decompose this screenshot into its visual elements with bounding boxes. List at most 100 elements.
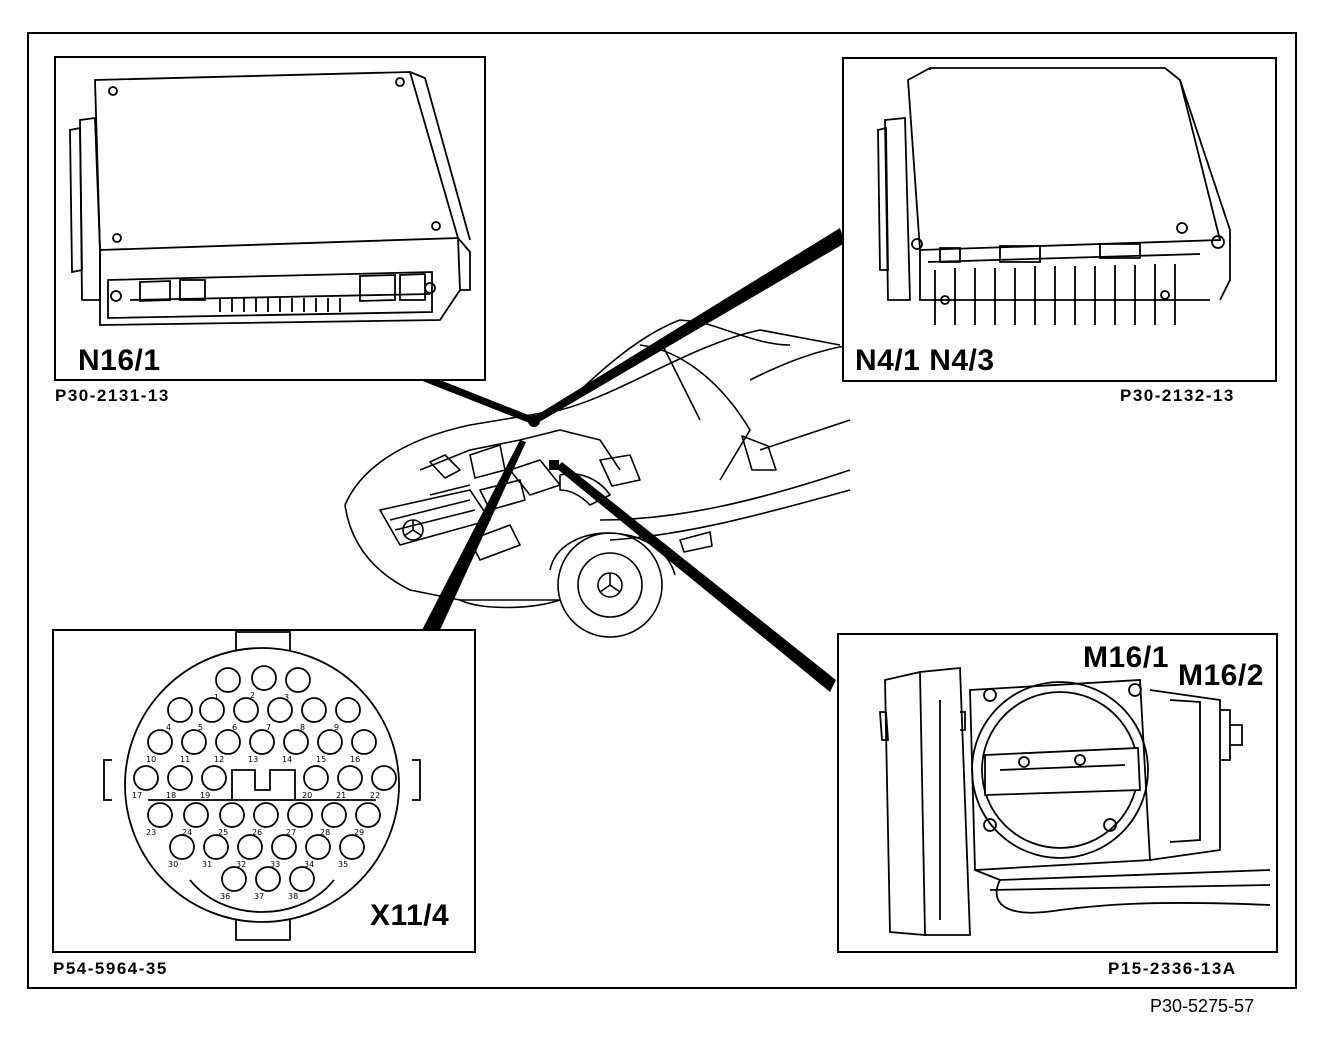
ref-p15-2336: P15-2336-13A bbox=[1108, 959, 1237, 978]
connector-pin-label: 8 bbox=[300, 723, 305, 732]
ref-p30-2132: P30-2132-13 bbox=[1120, 386, 1235, 405]
connector-pin bbox=[147, 802, 173, 828]
label-n4: N4/1 N4/3 bbox=[855, 344, 995, 377]
outer-frame bbox=[27, 32, 1297, 989]
connector-pin bbox=[169, 834, 195, 860]
connector-pin bbox=[285, 667, 311, 693]
connector-pin bbox=[233, 697, 259, 723]
connector-pin-label: 14 bbox=[282, 755, 292, 764]
connector-pin bbox=[133, 765, 159, 791]
connector-pin-label: 25 bbox=[218, 828, 228, 837]
connector-pin-label: 31 bbox=[202, 860, 212, 869]
connector-pin bbox=[181, 729, 207, 755]
connector-pin-label: 1 bbox=[214, 693, 219, 702]
connector-pin bbox=[167, 765, 193, 791]
connector-pin bbox=[215, 667, 241, 693]
connector-pin-label: 19 bbox=[200, 791, 210, 800]
connector-pin-label: 28 bbox=[320, 828, 330, 837]
connector-pin bbox=[337, 765, 363, 791]
connector-pin bbox=[371, 765, 397, 791]
connector-pin bbox=[287, 802, 313, 828]
leader-n16 bbox=[420, 380, 536, 424]
leader-n4 bbox=[532, 228, 845, 424]
connector-pin-label: 2 bbox=[250, 691, 255, 700]
connector-pin bbox=[201, 765, 227, 791]
connector-pin-label: 27 bbox=[286, 828, 296, 837]
connector-pin-label: 21 bbox=[336, 791, 346, 800]
connector-pin bbox=[289, 866, 315, 892]
ref-p30-2131: P30-2131-13 bbox=[55, 386, 170, 405]
label-m16-1: M16/1 bbox=[1083, 641, 1169, 674]
connector-pin-label: 9 bbox=[334, 723, 339, 732]
connector-pin-label: 38 bbox=[288, 892, 298, 901]
connector-pin-label: 32 bbox=[236, 860, 246, 869]
leader-x11 bbox=[422, 440, 526, 630]
connector-pin bbox=[219, 802, 245, 828]
ref-p54-5964: P54-5964-35 bbox=[53, 959, 168, 978]
leader-m16 bbox=[556, 462, 836, 692]
connector-pin-label: 15 bbox=[316, 755, 326, 764]
label-n16: N16/1 bbox=[78, 344, 161, 377]
connector-pin bbox=[321, 802, 347, 828]
label-x11: X11/4 bbox=[370, 899, 449, 932]
figure-id: P30-5275-57 bbox=[1150, 996, 1254, 1016]
connector-pin-label: 35 bbox=[338, 860, 348, 869]
connector-pin bbox=[199, 697, 225, 723]
connector-pin bbox=[303, 765, 329, 791]
connector-pin bbox=[355, 802, 381, 828]
connector-pin-label: 26 bbox=[252, 828, 262, 837]
connector-pin bbox=[255, 866, 281, 892]
connector-pin-label: 24 bbox=[182, 828, 192, 837]
connector-pin-label: 11 bbox=[180, 755, 190, 764]
connector-pin bbox=[267, 697, 293, 723]
connector-pin-label: 13 bbox=[248, 755, 258, 764]
connector-pin bbox=[221, 866, 247, 892]
ecu-n4-illustration bbox=[877, 67, 1231, 325]
connector-pin bbox=[271, 834, 297, 860]
connector-pin bbox=[249, 729, 275, 755]
connector-pin bbox=[203, 834, 229, 860]
connector-x11-illustration bbox=[103, 631, 421, 941]
connector-pin bbox=[183, 802, 209, 828]
connector-pin-label: 6 bbox=[232, 723, 237, 732]
connector-pin bbox=[305, 834, 331, 860]
leader-node-1 bbox=[528, 415, 540, 427]
leader-node-2 bbox=[549, 460, 559, 470]
connector-pin-label: 23 bbox=[146, 828, 156, 837]
connector-pin-label: 22 bbox=[370, 791, 380, 800]
connector-pin-label: 3 bbox=[284, 693, 289, 702]
connector-pin bbox=[237, 834, 263, 860]
connector-pin-label: 29 bbox=[354, 828, 364, 837]
connector-pin-label: 4 bbox=[166, 723, 171, 732]
connector-pin bbox=[147, 729, 173, 755]
connector-pin bbox=[283, 729, 309, 755]
connector-pin-label: 34 bbox=[304, 860, 314, 869]
throttle-body-illustration bbox=[879, 667, 1271, 936]
connector-pin-label: 16 bbox=[350, 755, 360, 764]
connector-pin bbox=[251, 665, 277, 691]
connector-pin-label: 36 bbox=[220, 892, 230, 901]
connector-pin bbox=[317, 729, 343, 755]
connector-pin-label: 30 bbox=[168, 860, 178, 869]
connector-pin-label: 18 bbox=[166, 791, 176, 800]
connector-pin-label: 5 bbox=[198, 723, 203, 732]
connector-pin bbox=[167, 697, 193, 723]
label-m16-2: M16/2 bbox=[1178, 659, 1264, 692]
connector-pin bbox=[215, 729, 241, 755]
connector-pin-label: 20 bbox=[302, 791, 312, 800]
connector-pin bbox=[253, 802, 279, 828]
car-illustration bbox=[344, 319, 851, 638]
connector-pin-label: 7 bbox=[266, 723, 271, 732]
ecu-n16-illustration bbox=[69, 71, 471, 326]
connector-pin bbox=[351, 729, 377, 755]
connector-pin-label: 10 bbox=[146, 755, 156, 764]
connector-pin bbox=[339, 834, 365, 860]
connector-pin-label: 17 bbox=[132, 791, 142, 800]
connector-pin-label: 37 bbox=[254, 892, 264, 901]
connector-pin bbox=[335, 697, 361, 723]
connector-pin-label: 33 bbox=[270, 860, 280, 869]
connector-pin-label: 12 bbox=[214, 755, 224, 764]
